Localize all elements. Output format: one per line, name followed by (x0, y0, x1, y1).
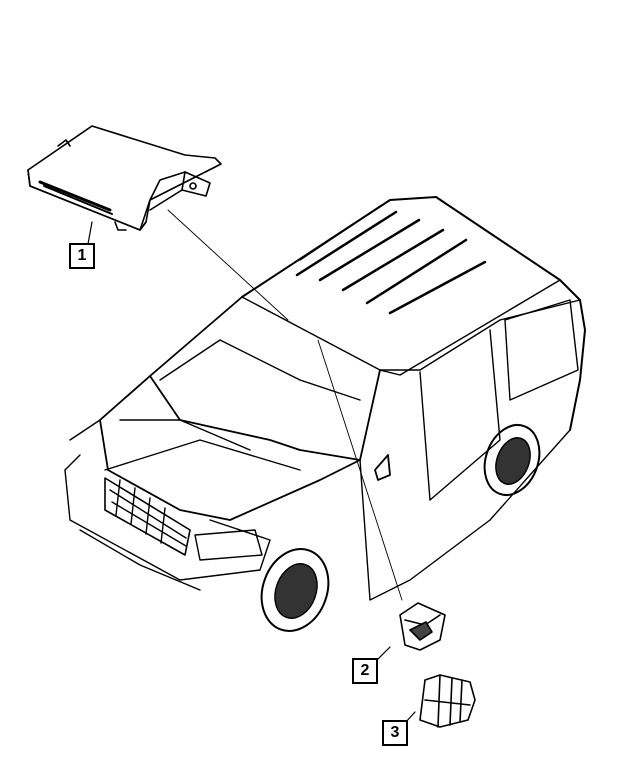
minivan-icon (64, 196, 586, 632)
callout-1-leader (87, 221, 93, 245)
round-sensor-icon (399, 602, 446, 651)
callout-1: 1 (69, 243, 95, 269)
callout-1-label: 1 (77, 247, 87, 264)
callout-3-label: 3 (390, 724, 400, 741)
leader-line-1 (167, 209, 289, 321)
sensor-cover-icon (419, 674, 476, 728)
leader-line-2 (317, 339, 403, 601)
callout-2-label: 2 (360, 662, 370, 679)
callout-3: 3 (382, 720, 408, 746)
callout-2: 2 (352, 658, 378, 684)
callout-2-leader (376, 646, 391, 661)
control-module-icon (27, 125, 222, 231)
